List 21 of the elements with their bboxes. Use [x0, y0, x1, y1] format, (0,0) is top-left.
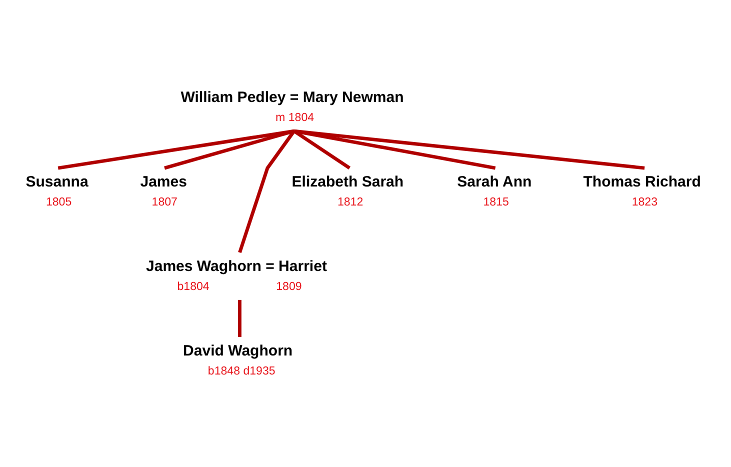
node-label: b1848 d1935 [208, 365, 276, 378]
node-label: 1823 [632, 196, 658, 208]
connector [58, 128, 294, 170]
connector [164, 128, 295, 170]
node-label: 1807 [152, 196, 178, 208]
node-text: James Waghorn = Harriet [146, 257, 327, 274]
node-text: Elizabeth Sarah [292, 172, 404, 190]
node-text: Sarah Ann [457, 172, 532, 190]
node-label: 1805 [46, 196, 72, 208]
node-text: William Pedley = Mary Newman [180, 88, 404, 106]
node-text: Susanna [26, 172, 88, 190]
connector [238, 299, 242, 336]
node-label: 1815 [483, 196, 509, 208]
node-label: 1809 [276, 280, 302, 293]
node-label: m 1804 [276, 112, 314, 124]
node-text: David Waghorn [183, 342, 293, 359]
node-text: Thomas Richard [583, 172, 701, 190]
node-label: b1804 [177, 280, 210, 293]
node-label: 1812 [337, 196, 364, 208]
node-text: James [140, 172, 187, 190]
connector [294, 128, 645, 170]
